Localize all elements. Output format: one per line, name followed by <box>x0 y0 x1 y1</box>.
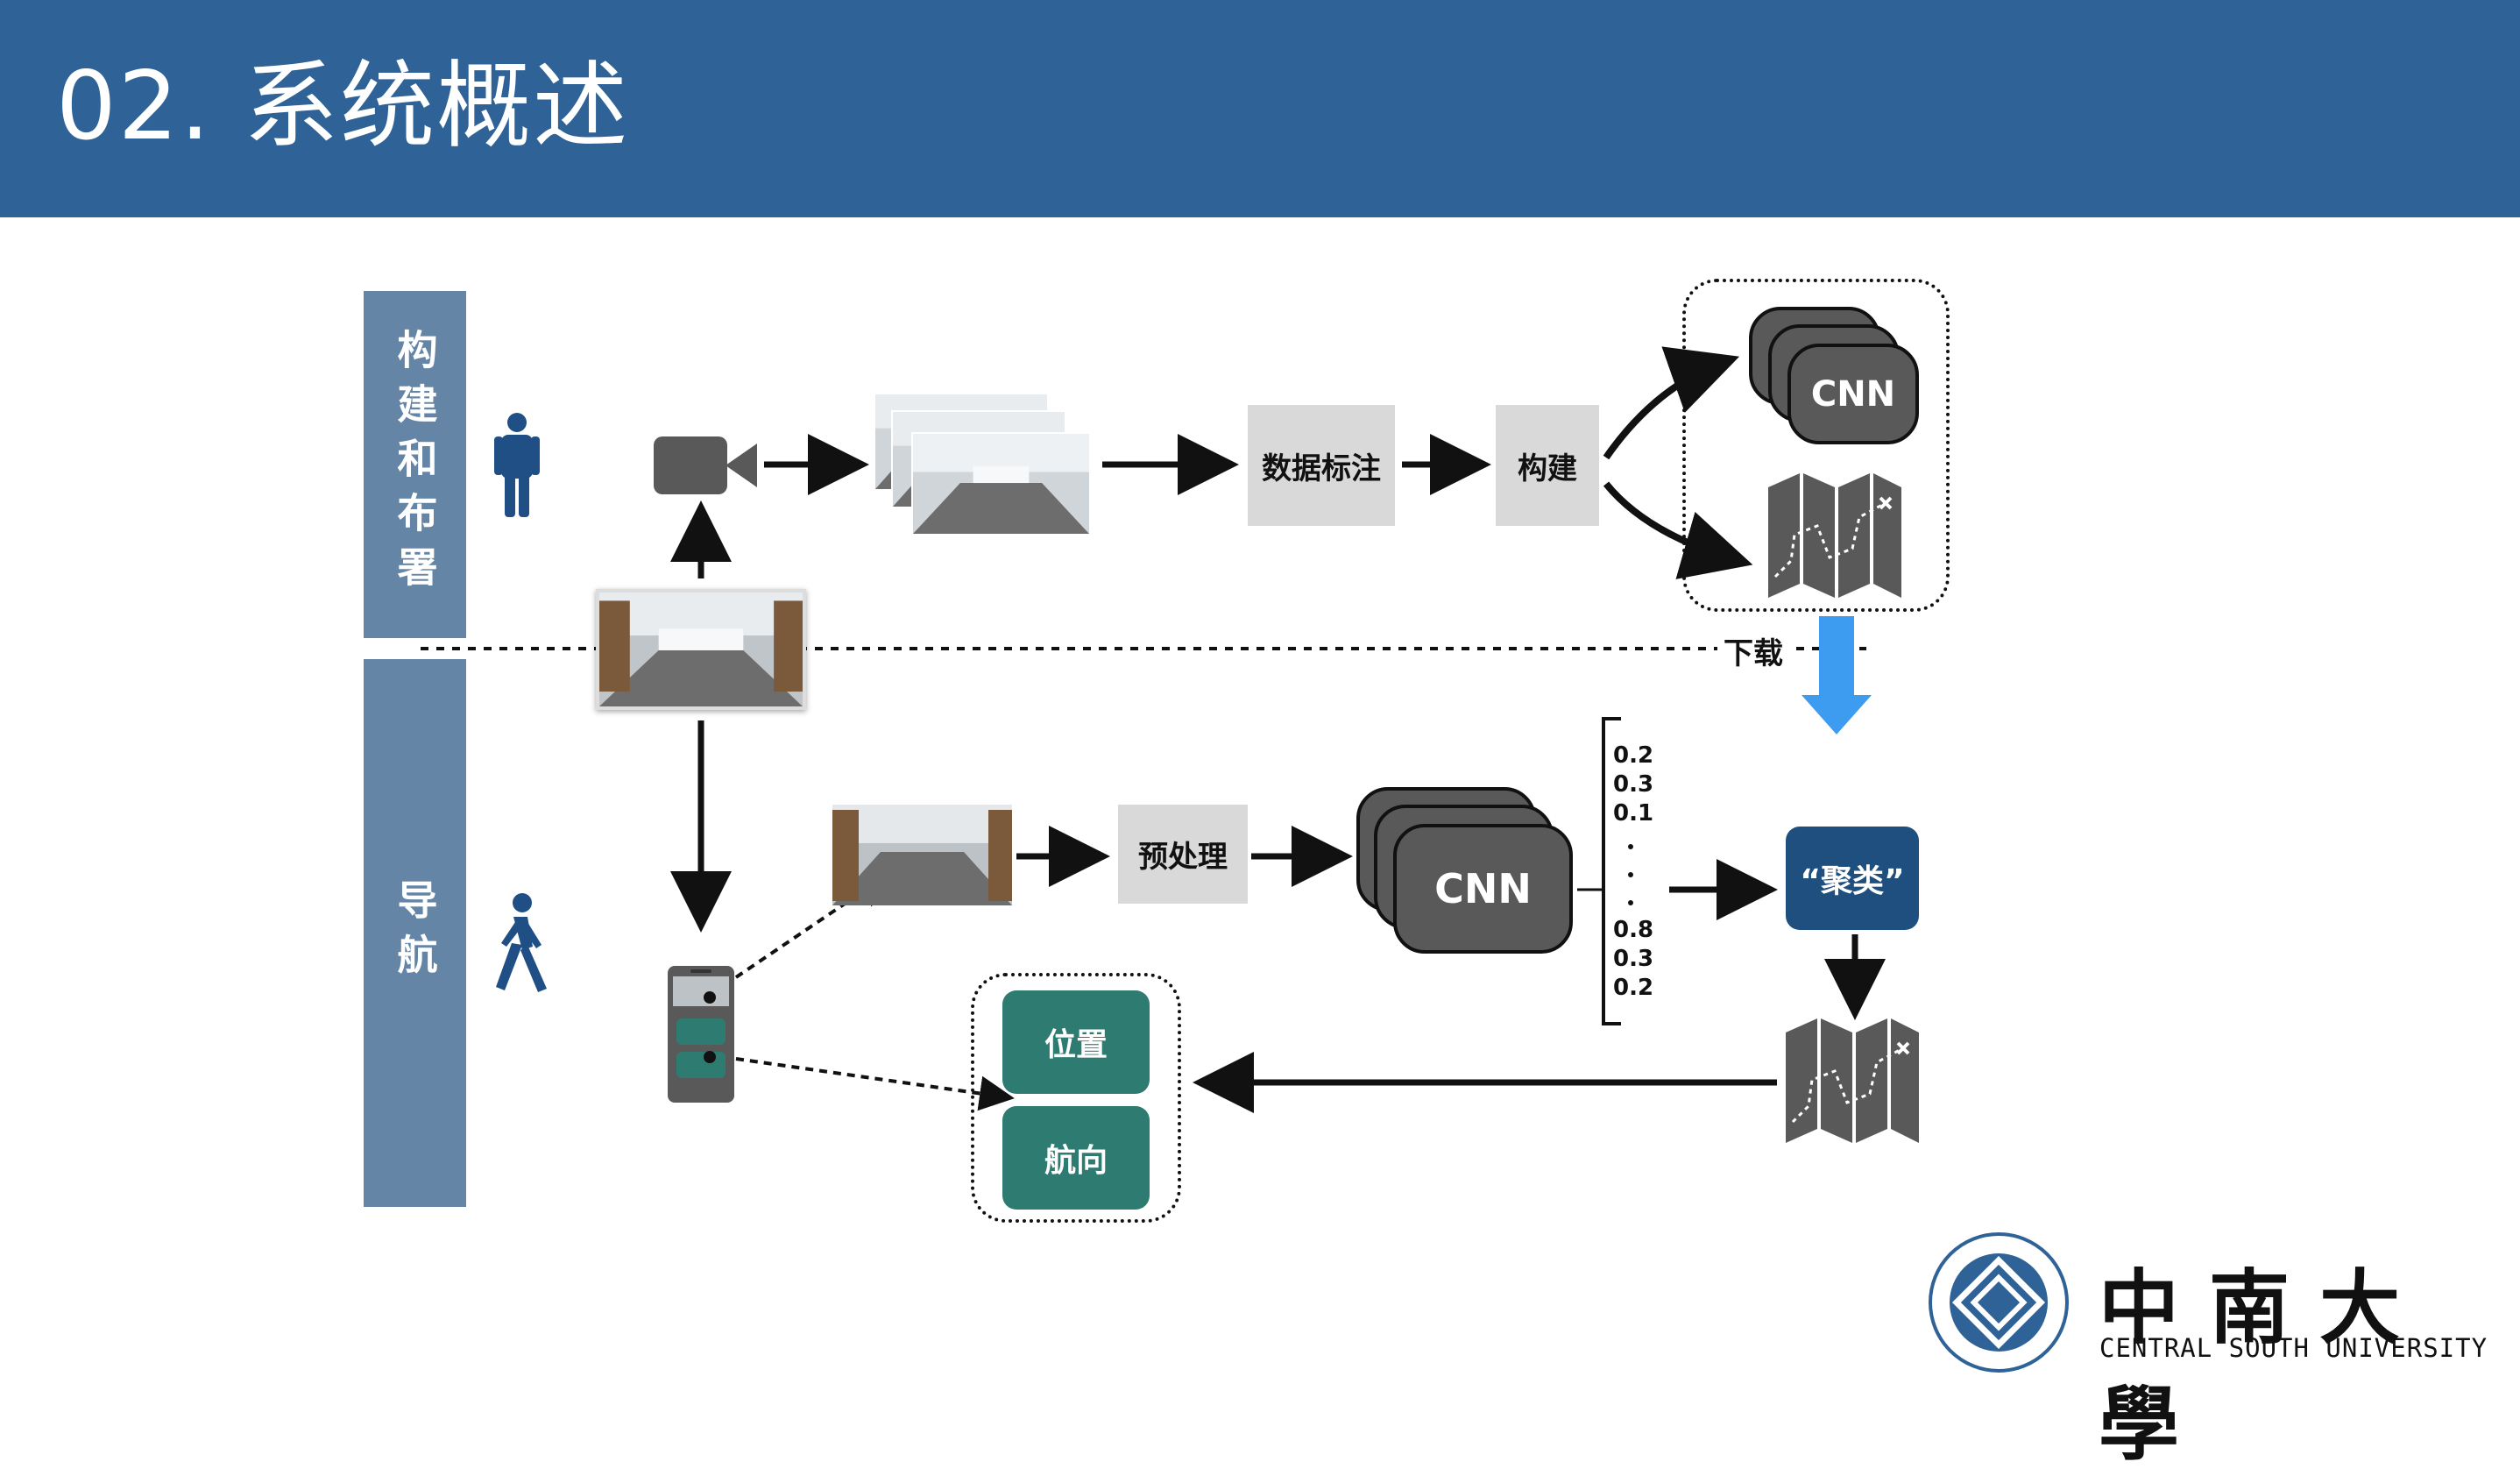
arrow-construct-to-cnn <box>1603 346 1740 460</box>
smartphone-icon <box>668 966 734 1103</box>
heading-box: 航向 <box>1002 1106 1150 1210</box>
person-standing-icon <box>494 413 540 517</box>
map-icon-bottom <box>1786 1018 1919 1143</box>
connector-layer <box>421 346 1886 1113</box>
person-walking-icon <box>496 893 547 992</box>
university-name-cn: 中南大學 <box>2099 1260 2431 1472</box>
title-bar: 02. 系统概述 <box>0 0 2520 217</box>
query-photo <box>832 805 1012 905</box>
model-container <box>1682 279 1950 612</box>
result-container <box>971 973 1181 1223</box>
phone-to-result-dashed <box>735 1057 1015 1111</box>
download-arrow <box>1802 616 1872 734</box>
vector-bracket <box>1602 717 1621 1025</box>
annotate-box: 数据标注 <box>1248 405 1395 526</box>
vector-value: 0.2 <box>1613 975 1654 1001</box>
construct-box: 构建 <box>1496 405 1599 526</box>
feature-vector-top: 0.2 0.3 0.1 <box>1613 742 1653 828</box>
download-label: 下载 <box>1720 629 1787 672</box>
section-label-navigate: 导航 <box>364 659 466 1207</box>
vector-value: 0.2 <box>1613 742 1654 769</box>
slide-title: 02. 系统概述 <box>56 52 630 161</box>
vector-value: 0.3 <box>1613 946 1654 972</box>
cluster-box: “聚类” <box>1786 827 1919 930</box>
arrow-construct-to-map <box>1603 481 1753 579</box>
frame-photo-3 <box>911 432 1091 536</box>
university-seal-logo <box>1929 1232 2069 1373</box>
cnn-model-bottom: CNN <box>1393 824 1573 954</box>
corridor-photo <box>596 589 806 710</box>
vector-value: 0.3 <box>1613 771 1654 798</box>
cnn-model-top: CNN <box>1787 344 1919 444</box>
vector-value: 0.1 <box>1613 800 1654 827</box>
feature-vector-bottom: 0.8 0.3 0.2 <box>1613 916 1653 1003</box>
video-camera-icon <box>654 436 757 494</box>
vector-value: 0.8 <box>1613 917 1654 943</box>
phone-to-photo-dashed <box>734 872 891 979</box>
section-label-build: 构建和布署 <box>364 291 466 638</box>
preprocess-box: 预处理 <box>1118 805 1248 904</box>
map-icon-top <box>1768 473 1901 598</box>
position-box: 位置 <box>1002 990 1150 1094</box>
university-name-en: CENTRAL SOUTH UNIVERSITY <box>2099 1333 2488 1363</box>
